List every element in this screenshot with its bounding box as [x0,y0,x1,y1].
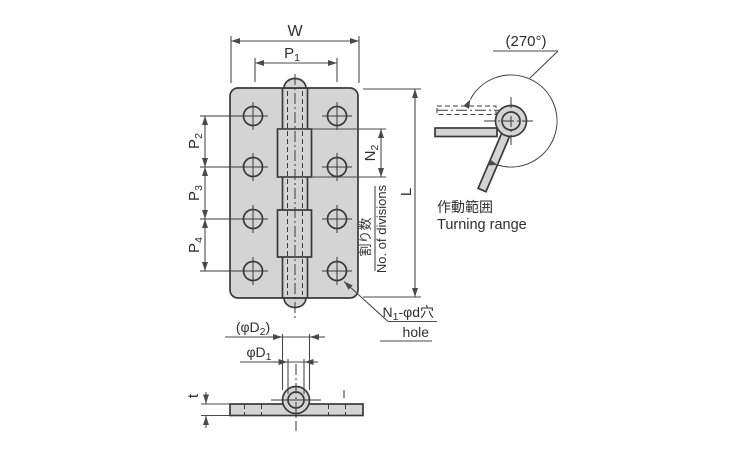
moving-leaf [476,131,512,193]
phantom-leaf [436,105,497,115]
dimension-label-l: L [398,188,415,196]
arc-arrowhead [488,159,498,166]
divisions-label-en: No. of divisions [374,184,389,273]
dimension-d1: φD1 [240,344,318,394]
fixed-leaf [434,127,498,138]
dimension-label-d1: φD1 [246,344,271,363]
divisions-label-jp: 割り数 [358,217,373,256]
divisions-note: 割り数 No. of divisions [358,184,389,273]
turn-angle-note: (270°) [493,33,559,79]
front-view: W P1 P2 P3 P4 N2 L [186,23,437,342]
dimension-label-w: W [287,23,303,40]
dimension-label-t: t [185,393,202,398]
dimension-d2: (φD2) [225,319,325,390]
dimension-label-d2: (φD2) [236,319,270,338]
hole-note-label-en: hole [403,324,430,340]
dimension-t: t [185,392,230,428]
hinge-plate [229,87,359,299]
leader-line [529,50,559,79]
turning-range-arc [469,74,558,168]
dimension-label-p4: P4 [186,237,205,253]
side-view: (270°) 作動範囲 Turning range [434,33,559,233]
turning-range-label-en: Turning range [437,217,527,233]
dimension-n2: N2 [362,129,384,177]
dimension-label-p1: P1 [284,45,300,64]
dimension-label-p3: P3 [186,185,205,201]
dimension-w: W [230,23,360,83]
screw-holes [200,102,352,285]
bottom-view: (φD2) φD1 t [185,319,364,431]
arc-arrowhead [463,99,471,109]
dimension-p1: P1 [254,45,338,82]
dimension-p-chain: P2 P3 P4 [186,116,208,271]
dimension-l: L [363,88,421,298]
hole-note-label: N1-φd穴 [383,304,435,323]
turning-range-label-jp: 作動範囲 [437,199,493,215]
hole-note: N1-φd穴 hole [343,281,437,342]
dimension-label-p2: P2 [186,133,205,149]
leader-line [343,281,389,322]
turn-angle-label: (270°) [505,33,546,50]
dimension-label-n2: N2 [362,145,381,162]
